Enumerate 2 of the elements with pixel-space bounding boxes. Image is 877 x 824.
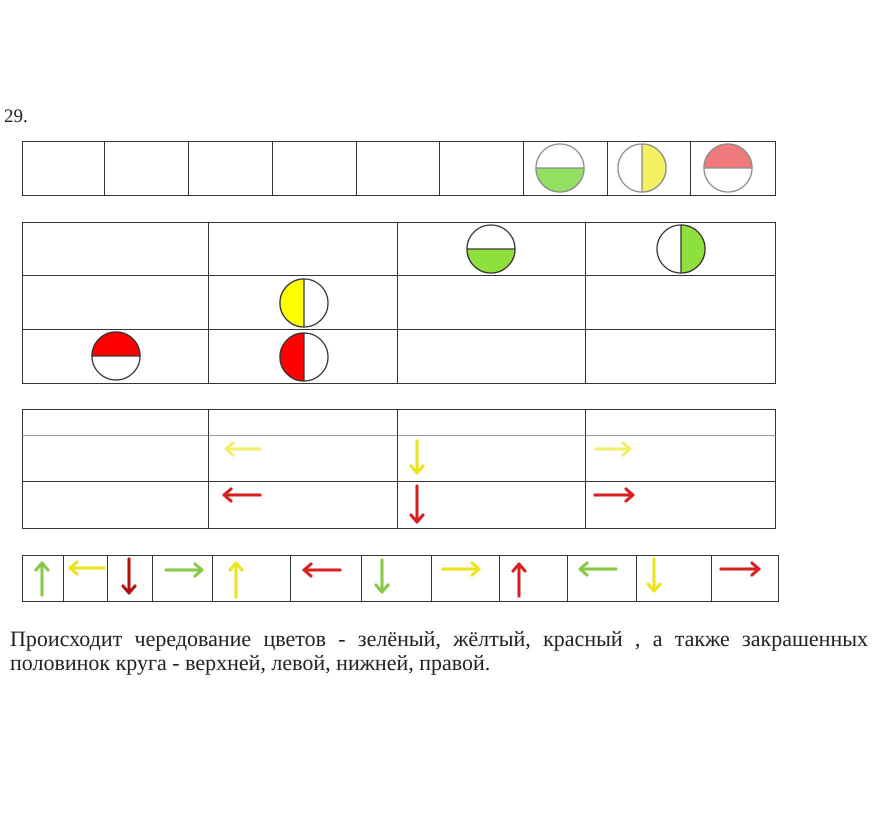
task-number: 29. xyxy=(4,106,28,128)
explanation-text: Происходит чередование цветов - зелёный, жёлтый, красный , а также закрашенных половинок круга - верхней, левой, нижней, правой. xyxy=(10,627,868,675)
